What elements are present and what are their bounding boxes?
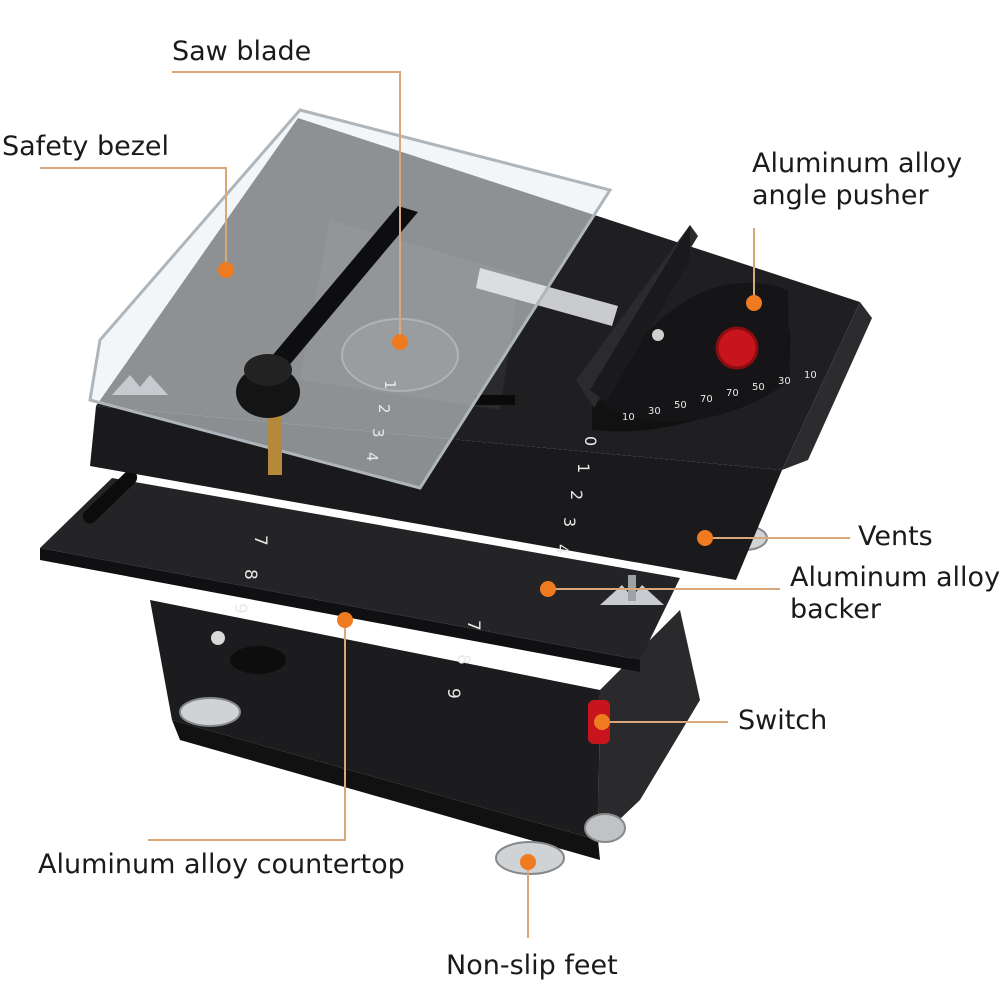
table-ruler-number-0: 0 (581, 436, 600, 446)
callout-line-bezel (40, 167, 227, 268)
callout-line-saw-blade (172, 71, 401, 340)
callout-lines (40, 71, 850, 938)
callout-dot-bezel (218, 262, 234, 278)
safety-bezel (88, 108, 613, 490)
protractor-number-0: 10 (622, 412, 635, 423)
front-left-ruler-number-2: 9 (230, 603, 250, 614)
protractor-number-7: 10 (804, 370, 817, 381)
label-safety-bezel: Safety bezel (2, 131, 169, 162)
callout-dot-switch (594, 714, 610, 730)
angle-lock-knob (715, 326, 759, 370)
table-ruler-number-2: 2 (567, 490, 586, 500)
callout-dot-vents (697, 530, 713, 546)
protractor-number-4: 70 (726, 388, 739, 399)
front-right-ruler-number-1: 8 (453, 654, 473, 665)
ruler-guard: 1 2 3 4 (363, 380, 399, 462)
callout-dot-pusher (746, 295, 762, 311)
callout-line-countertop (148, 620, 346, 841)
table-ruler-number-1: 1 (574, 463, 593, 473)
protractor-number-5: 50 (752, 382, 765, 393)
callout-dot-saw-blade (392, 334, 408, 350)
aluminum-countertop-extension (40, 470, 680, 672)
front-right-ruler-number-2: 9 (443, 688, 463, 699)
label-countertop: Aluminum alloy countertop (38, 849, 405, 880)
table-ruler-number-4: 4 (553, 544, 572, 554)
label-angle-pusher-line1: Aluminum alloy (752, 148, 963, 179)
angle-pusher (576, 225, 790, 432)
ruler-front-right: 7 8 9 (443, 620, 483, 699)
guard-ruler-number-0: 1 (381, 380, 399, 390)
guard-ruler-number-1: 2 (375, 404, 393, 414)
table-ruler-number-3: 3 (560, 517, 579, 527)
front-right-ruler-number-0: 7 (463, 620, 483, 631)
label-non-slip-feet: Non-slip feet (446, 950, 618, 981)
label-backer-line2: backer (790, 594, 881, 625)
ruler-table: 0 1 2 3 4 (553, 436, 600, 554)
callout-dot-feet (520, 854, 536, 870)
label-backer-line1: Aluminum alloy (790, 562, 1001, 593)
front-left-ruler-number-1: 8 (240, 569, 260, 580)
label-angle-pusher: Aluminum alloy angle pusher (752, 148, 962, 212)
callout-dots (218, 262, 762, 870)
protractor-labels: 10 30 50 70 70 50 30 10 (622, 370, 817, 423)
callout-dot-backer (540, 581, 556, 597)
front-left-ruler-number-0: 7 (250, 535, 270, 546)
label-vents: Vents (858, 521, 933, 552)
guard-ruler-number-2: 3 (369, 428, 387, 438)
label-backer: Aluminum alloy backer (790, 562, 1000, 626)
callout-dot-countertop (337, 612, 353, 628)
guard-ruler-number-3: 4 (363, 452, 381, 462)
protractor-number-6: 30 (778, 376, 791, 387)
label-switch: Switch (738, 705, 828, 736)
protractor-number-1: 30 (648, 406, 661, 417)
label-saw-blade: Saw blade (172, 36, 312, 67)
ruler-front-left: 7 8 9 (230, 535, 270, 614)
protractor-number-2: 50 (674, 400, 687, 411)
label-angle-pusher-line2: angle pusher (752, 180, 929, 211)
protractor-number-3: 70 (700, 394, 713, 405)
